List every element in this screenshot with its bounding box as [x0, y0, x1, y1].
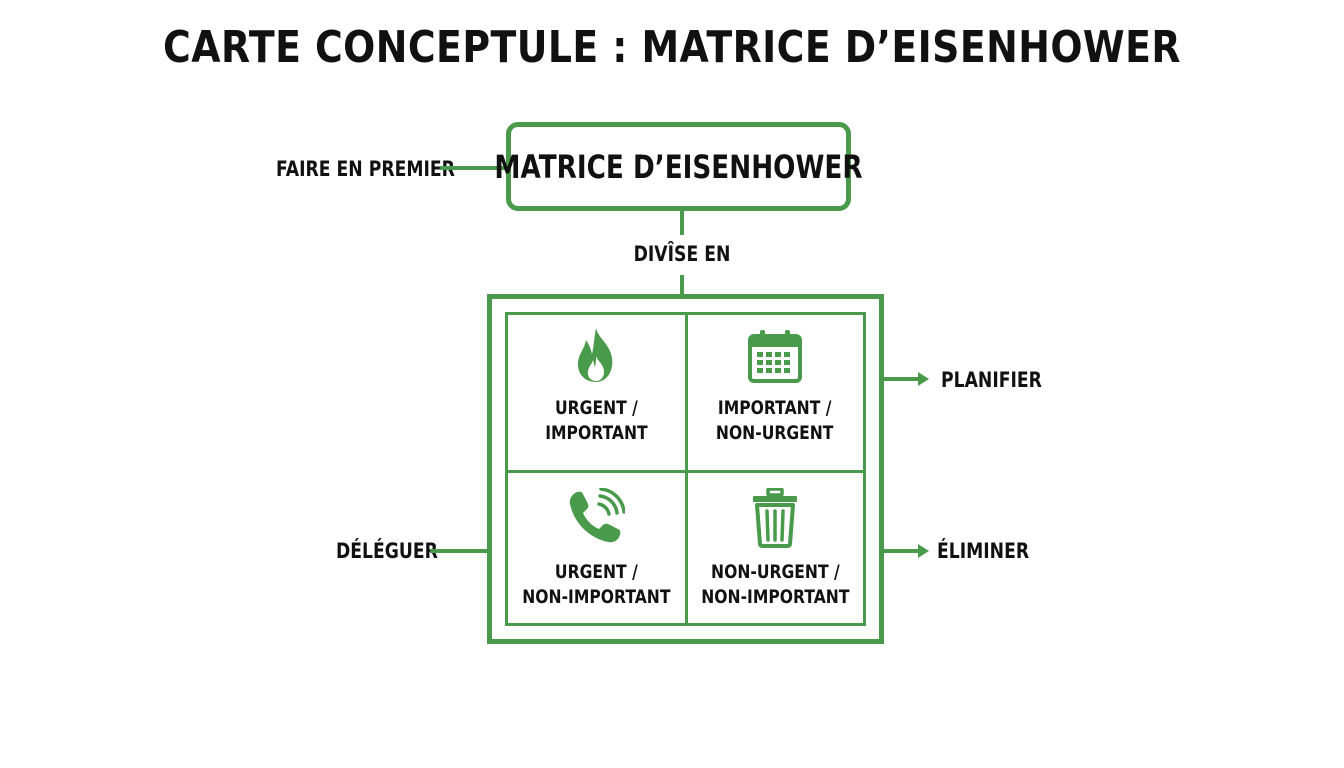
connector-line-root-bottom	[680, 275, 684, 296]
label-deleguer: DÉLÉGUER	[336, 539, 438, 563]
arrowhead-eliminer	[918, 544, 929, 558]
quadrant-label-urgent-important: URGENT / IMPORTANT	[545, 396, 647, 446]
quadrant-urgent-important: URGENT / IMPORTANT	[508, 324, 684, 464]
connector-line-deleguer	[430, 549, 488, 553]
quadrant-label-non-urgent-non-important: NON-URGENT / NON-IMPORTANT	[701, 560, 849, 610]
matrix-horizontal-divider	[508, 470, 863, 473]
phone-icon	[569, 488, 625, 543]
quadrant-label-line2: NON-IMPORTANT	[700, 586, 850, 608]
label-divise-en: DIVÎSE EN	[633, 242, 731, 266]
quadrant-label-line2: NON-URGENT	[716, 422, 834, 444]
quadrant-important-non-urgent: IMPORTANT / NON-URGENT	[687, 324, 863, 464]
matrix-grid	[505, 312, 866, 626]
quadrant-urgent-non-important: URGENT / NON-IMPORTANT	[508, 488, 684, 622]
label-planifier: PLANIFIER	[941, 368, 1042, 392]
trash-icon	[753, 488, 797, 548]
quadrant-label-line1: IMPORTANT /	[718, 397, 832, 419]
quadrant-label-important-non-urgent: IMPORTANT / NON-URGENT	[716, 396, 834, 446]
label-eliminer: ÉLIMINER	[937, 539, 1030, 563]
root-node: MATRICE D’EISENHOWER	[494, 122, 863, 211]
connector-line-planifier	[883, 377, 919, 381]
root-node-label: MATRICE D’EISENHOWER	[494, 147, 863, 186]
page-title: CARTE CONCEPTULE : MATRICE D’EISENHOWER	[163, 22, 1181, 73]
label-faire-en-premier: FAIRE EN PREMIER	[276, 157, 455, 181]
fire-icon	[577, 328, 613, 382]
matrix-vertical-divider	[685, 315, 688, 623]
quadrant-label-line1: URGENT /	[554, 397, 638, 419]
connector-line-eliminer	[883, 549, 919, 553]
quadrant-label-line2: NON-IMPORTANT	[521, 586, 671, 608]
quadrant-label-line2: IMPORTANT	[544, 422, 648, 444]
quadrant-non-urgent-non-important: NON-URGENT / NON-IMPORTANT	[687, 488, 863, 622]
connector-line-root-top	[680, 211, 684, 235]
quadrant-label-urgent-non-important: URGENT / NON-IMPORTANT	[522, 560, 670, 610]
quadrant-label-line1: URGENT /	[554, 561, 638, 583]
connector-line-faire-en-premier	[440, 166, 508, 170]
quadrant-label-line1: NON-URGENT /	[710, 561, 840, 583]
calendar-icon	[748, 330, 802, 383]
arrowhead-planifier	[918, 372, 929, 386]
